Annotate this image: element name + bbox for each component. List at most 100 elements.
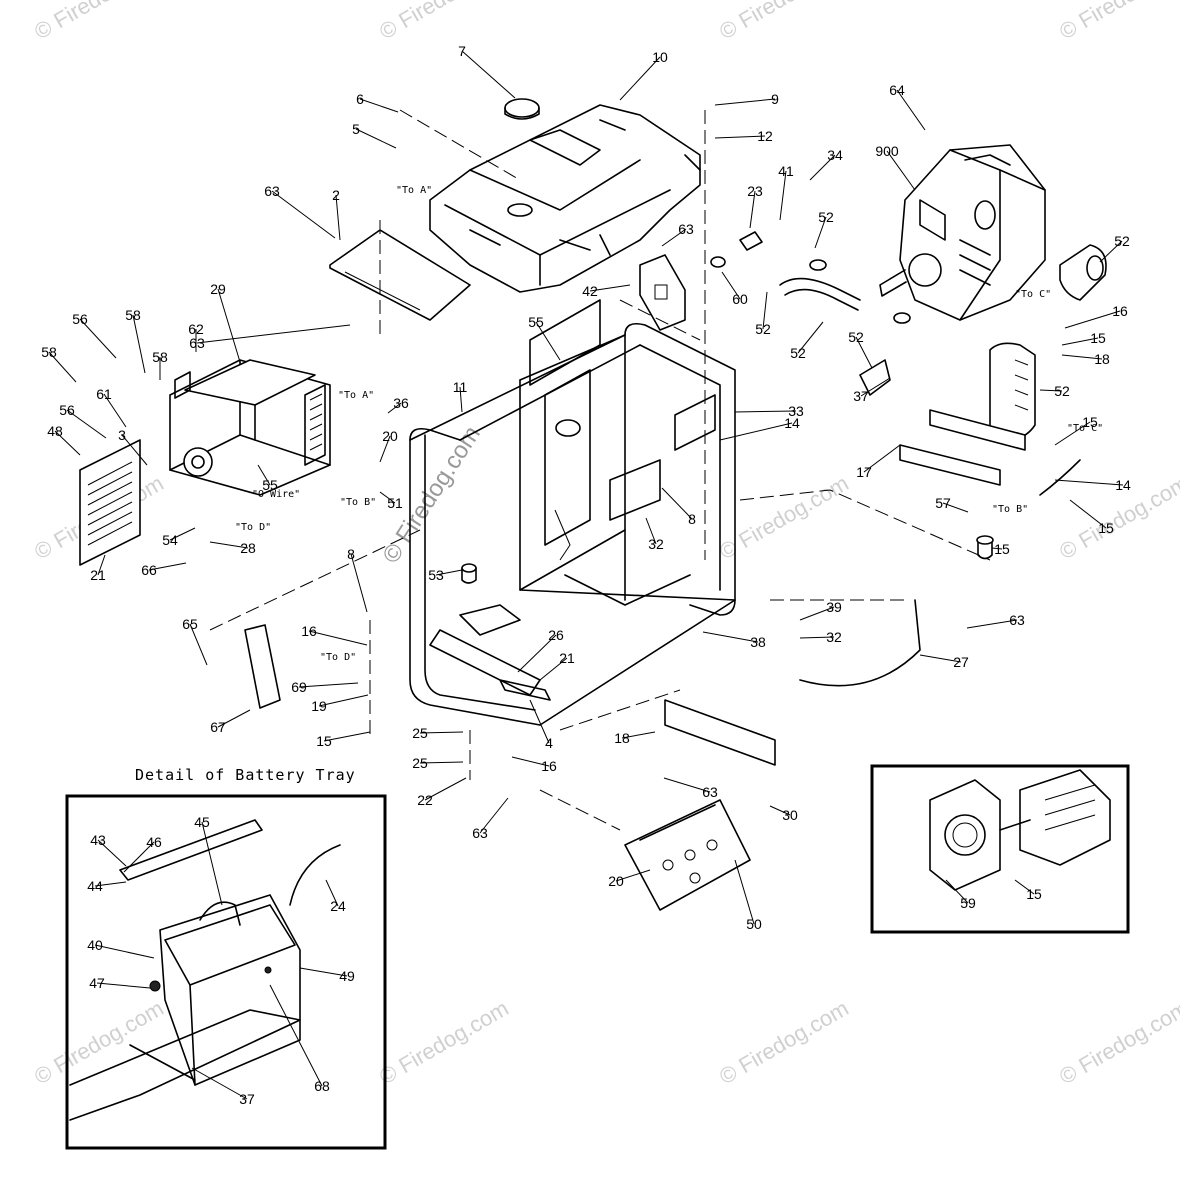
leader-line <box>1014 879 1035 895</box>
callout-number: 44 <box>87 878 103 894</box>
callout-number: 52 <box>755 321 771 337</box>
wire-note: "To A" <box>338 390 374 401</box>
callout-number: 37 <box>853 388 869 404</box>
leader-line <box>1054 421 1091 446</box>
leader-line <box>714 135 766 139</box>
callout-number: 26 <box>548 627 564 643</box>
callout-number: 38 <box>750 634 766 650</box>
muffler <box>989 342 1036 440</box>
leader-line <box>209 541 249 549</box>
callout-number: 20 <box>382 428 398 444</box>
air-filter <box>1059 244 1107 301</box>
callout-number: 25 <box>412 755 428 771</box>
leader-line <box>797 321 824 354</box>
leader-line <box>355 128 397 149</box>
engine-adapter-detail-frame <box>870 764 1130 934</box>
leader-line <box>942 502 969 513</box>
callout-number: 46 <box>146 834 162 850</box>
control-panel <box>624 799 751 911</box>
leader-line <box>121 434 148 466</box>
leader-line <box>721 271 741 300</box>
leader-line <box>809 154 836 181</box>
callout-number: 64 <box>889 82 905 98</box>
leader-line <box>769 805 791 816</box>
leader-line <box>589 284 631 292</box>
callout-number: 56 <box>72 311 88 327</box>
callout-number: 32 <box>648 536 664 552</box>
callout-number: 21 <box>90 567 106 583</box>
leader-line <box>191 1067 248 1100</box>
callout-number: 2 <box>332 187 340 203</box>
callout-number: 20 <box>608 873 624 889</box>
leader-line <box>896 89 926 131</box>
callout-number: 14 <box>1115 477 1131 493</box>
panel-bracket-4 <box>664 699 776 766</box>
leader-line <box>196 324 351 344</box>
leader-line <box>1099 240 1123 263</box>
engine-adapter-detail <box>929 769 1111 891</box>
leader-line <box>661 228 687 247</box>
callout-number: 52 <box>1054 383 1070 399</box>
callout-number: 58 <box>125 307 141 323</box>
callout-number: 15 <box>1082 414 1098 430</box>
leader-line <box>663 777 711 793</box>
callout-number: 30 <box>782 807 798 823</box>
fuel-tank <box>429 104 701 293</box>
callout-number: 66 <box>141 562 157 578</box>
leader-line <box>799 606 835 621</box>
callout-number: 42 <box>582 283 598 299</box>
callout-number: 16 <box>301 623 317 639</box>
callout-number: 56 <box>59 402 75 418</box>
callout-number: 63 <box>189 335 205 351</box>
callout-number: 51 <box>387 495 403 511</box>
leader-line <box>1039 389 1063 392</box>
callout-number: 69 <box>291 679 307 695</box>
watermark: © Firedog.com <box>1055 995 1180 1089</box>
leader-line <box>966 619 1018 629</box>
leader-line <box>419 761 464 764</box>
leader-lines <box>48 50 1124 1100</box>
callout-number: 14 <box>784 415 800 431</box>
callout-number: 48 <box>47 423 63 439</box>
leader-line <box>435 569 463 576</box>
leader-line <box>734 859 755 925</box>
callout-number: 41 <box>778 163 794 179</box>
callout-number: 65 <box>182 616 198 632</box>
leader-line <box>257 464 271 486</box>
leader-line <box>863 444 901 473</box>
callout-number: 68 <box>314 1078 330 1094</box>
callout-number: 24 <box>330 898 346 914</box>
watermark: © Firedog.com <box>715 995 853 1089</box>
leader-line <box>97 554 106 576</box>
callout-number: 4 <box>545 735 553 751</box>
engine <box>879 144 1046 321</box>
leader-line <box>350 553 368 613</box>
callout-number: 52 <box>790 345 806 361</box>
leader-line <box>615 869 651 882</box>
watermark: © Firedog.com <box>375 995 513 1089</box>
leader-line <box>318 694 369 707</box>
leader-line <box>459 386 463 413</box>
leader-line <box>860 377 891 397</box>
leader-line <box>535 321 561 361</box>
callout-number: 55 <box>528 314 544 330</box>
wire-note: "To C" <box>1067 423 1103 434</box>
callout-number: 3 <box>118 427 126 443</box>
callout-number: 8 <box>688 511 696 527</box>
callout-number: 32 <box>826 629 842 645</box>
callout-number: 16 <box>1112 303 1128 319</box>
callout-number: 6 <box>356 91 364 107</box>
wire-notes: "To A""To A""To B""To B""To C""To C""To … <box>235 185 1103 663</box>
callout-number: 15 <box>316 733 332 749</box>
leader-line <box>1064 310 1121 329</box>
leader-line <box>66 409 107 439</box>
leader-line <box>719 422 793 441</box>
callout-number: 40 <box>87 937 103 953</box>
callout-number: 59 <box>960 895 976 911</box>
callout-number: 25 <box>412 725 428 741</box>
callout-number: 63 <box>472 825 488 841</box>
leader-line <box>335 194 341 241</box>
exhaust-pipe <box>779 259 911 324</box>
leader-line <box>619 56 661 101</box>
